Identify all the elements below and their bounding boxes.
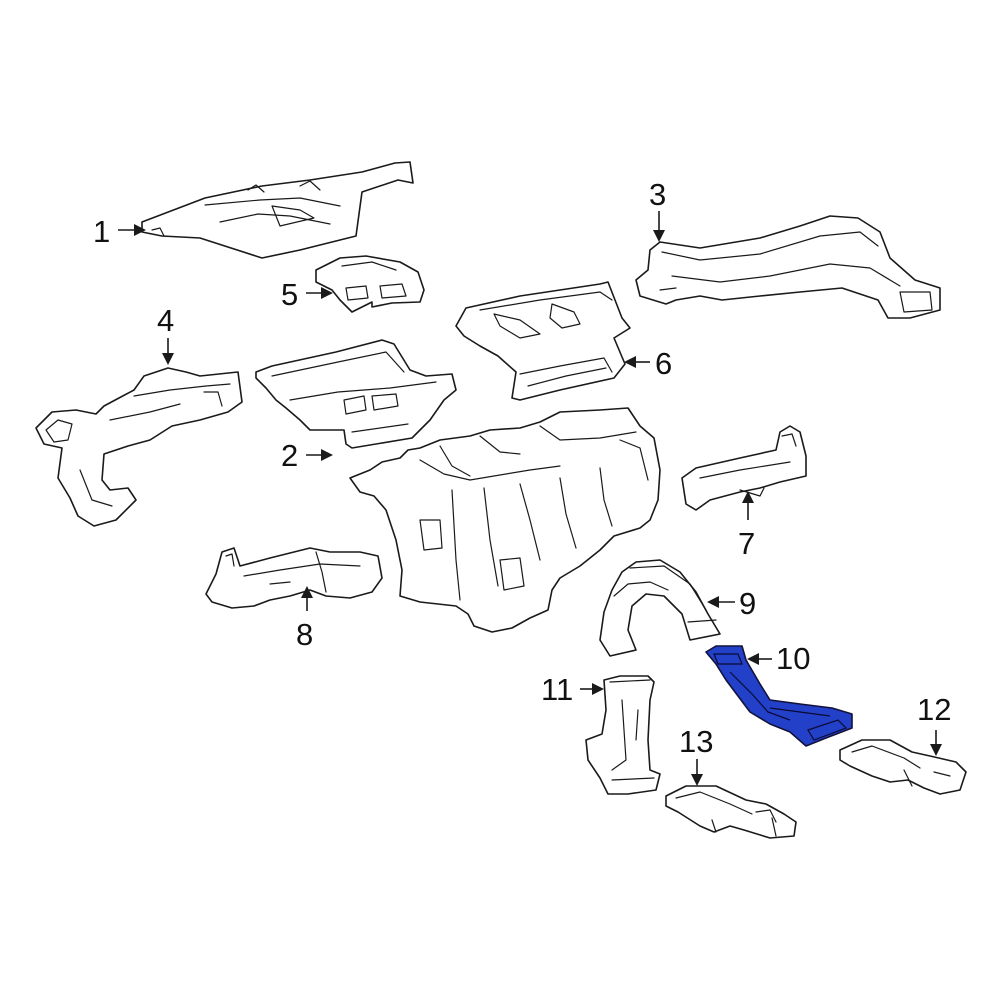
part-11[interactable] <box>585 675 661 795</box>
callout-4: 4 <box>157 303 174 338</box>
callout-1: 1 <box>93 214 110 249</box>
part-6[interactable] <box>455 281 631 401</box>
leader-lines <box>118 211 942 786</box>
callout-11: 11 <box>541 672 573 707</box>
part-9[interactable] <box>599 559 721 657</box>
part-5[interactable] <box>315 255 425 313</box>
part-1[interactable] <box>141 161 414 259</box>
callout-10: 10 <box>776 641 810 676</box>
callout-9: 9 <box>739 586 756 621</box>
callout-12: 12 <box>917 692 951 727</box>
callout-7: 7 <box>738 526 755 561</box>
callout-2: 2 <box>281 438 298 473</box>
part-4[interactable] <box>35 367 243 527</box>
part-7[interactable] <box>681 425 807 511</box>
callout-6: 6 <box>655 346 672 381</box>
hvac-unit[interactable] <box>349 407 661 633</box>
part-2[interactable] <box>255 339 457 449</box>
part-3[interactable] <box>635 215 941 319</box>
part-8[interactable] <box>205 547 383 609</box>
callout-labels: 1 2 3 4 5 6 7 8 9 10 11 12 13 <box>93 177 951 759</box>
callout-13: 13 <box>679 724 713 759</box>
part-13[interactable] <box>665 785 797 839</box>
part-10-highlighted[interactable] <box>705 645 853 747</box>
part-12[interactable] <box>839 739 967 795</box>
callout-5: 5 <box>281 277 298 312</box>
callout-8: 8 <box>296 617 313 652</box>
callout-3: 3 <box>649 177 666 212</box>
